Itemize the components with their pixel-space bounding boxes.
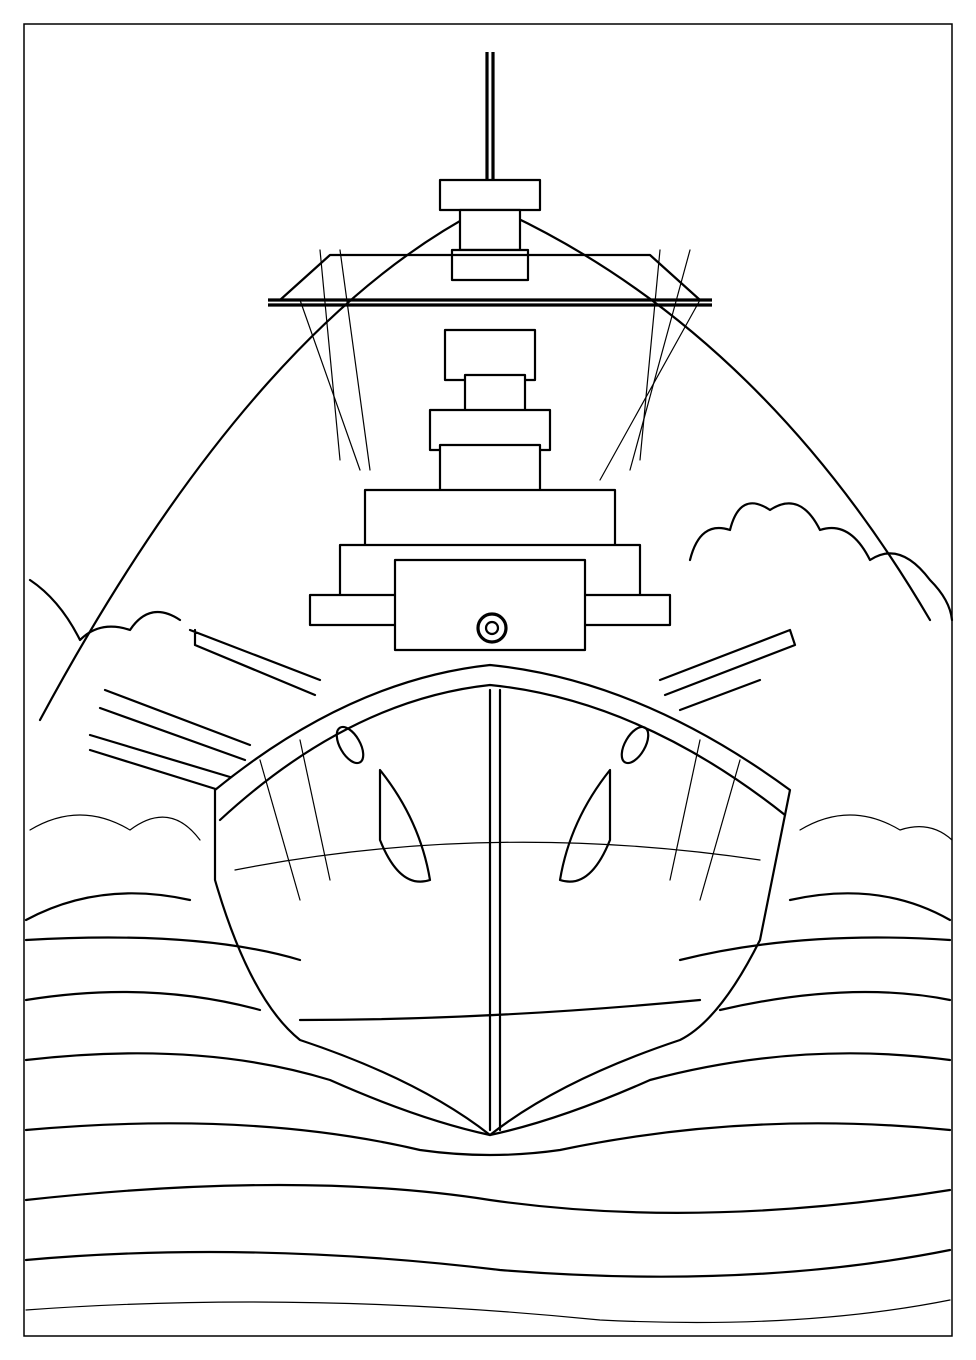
mast bbox=[268, 52, 712, 497]
superstructure bbox=[308, 488, 672, 652]
background-rays bbox=[38, 208, 932, 722]
hull bbox=[213, 663, 792, 1137]
clouds bbox=[24, 502, 954, 922]
sea-waves bbox=[24, 936, 952, 1324]
gun-barrels bbox=[88, 628, 797, 797]
